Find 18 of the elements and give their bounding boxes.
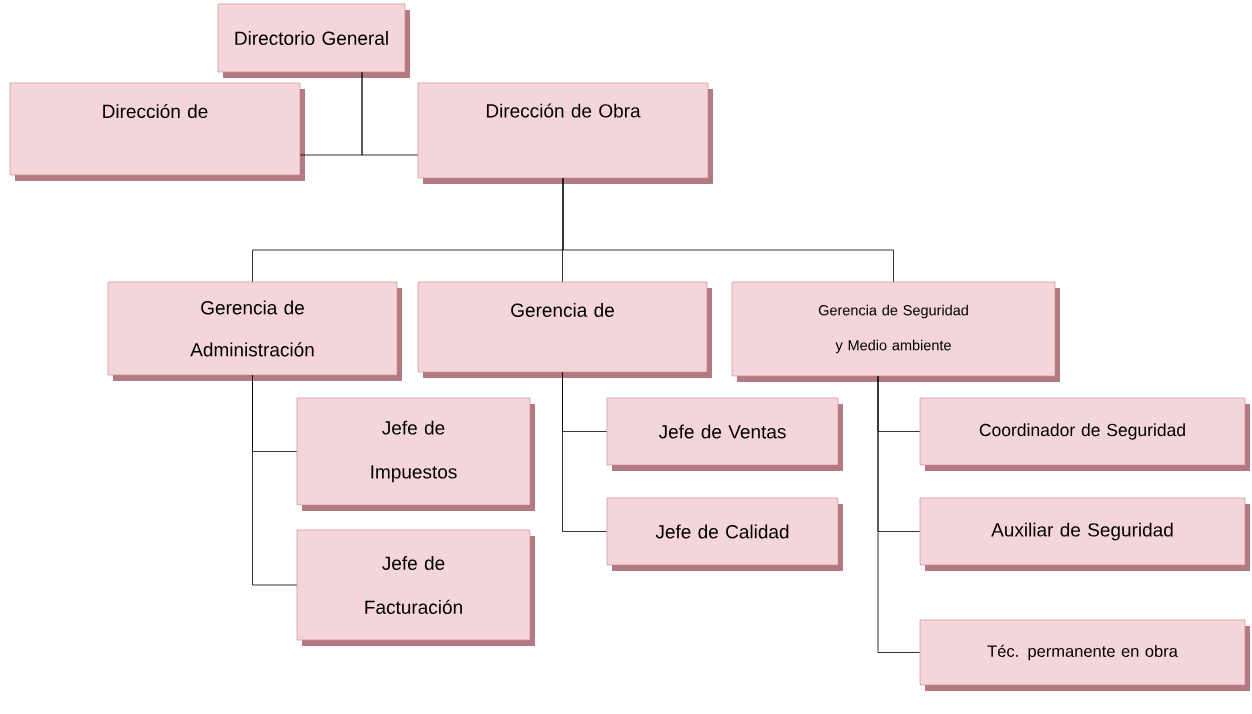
org-box: Coordinador de Seguridad (919, 397, 1250, 471)
org-box: Auxiliar de Seguridad (919, 497, 1250, 571)
org-box: Jefe de Calidad (606, 497, 843, 571)
org-box: Gerencia de (417, 281, 712, 378)
org-box: Gerencia de Administración (107, 281, 402, 381)
connector-line (877, 375, 921, 653)
org-box: Jefe de Impuestos (296, 397, 535, 511)
org-box: Directorio General (217, 3, 410, 78)
org-box: Jefe de Ventas (606, 397, 843, 471)
connector-line (562, 177, 894, 283)
connector-line (252, 374, 298, 586)
connector-line (361, 71, 419, 156)
org-box: Gerencia de Seguridad y Medio ambiente (731, 281, 1060, 382)
org-box: Téc. permanente en obra (919, 619, 1250, 691)
org-box: Dirección de Obra (417, 82, 713, 184)
org-box: Jefe de Facturación (296, 529, 535, 646)
connector-line (562, 371, 608, 532)
org-box: Dirección de (9, 82, 305, 181)
